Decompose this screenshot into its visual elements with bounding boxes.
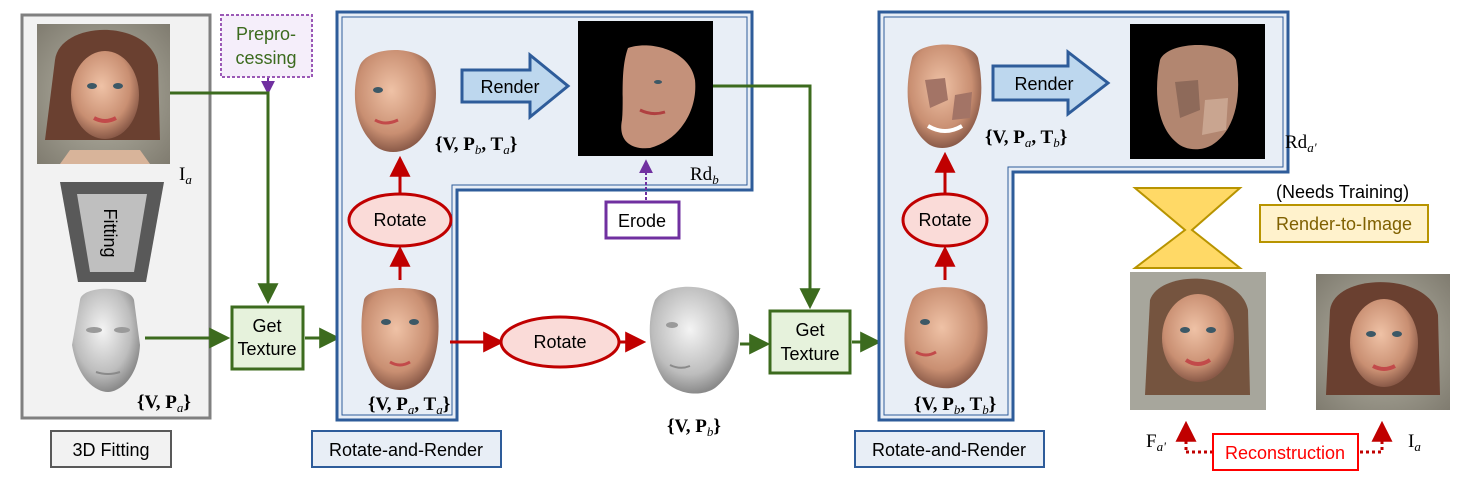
svg-text:Erode: Erode <box>618 211 666 231</box>
rr1-top-face <box>354 50 436 152</box>
rr2-rendered-label: Rda' <box>1285 132 1317 155</box>
fitting-block: Fitting <box>60 182 164 282</box>
svg-text:Rotate-and-Render: Rotate-and-Render <box>872 440 1026 460</box>
get-texture-box-1: Get Texture <box>230 305 305 371</box>
middle-rotate-ellipse: Rotate <box>499 315 621 369</box>
svg-text:Fitting: Fitting <box>100 208 120 257</box>
rr1-rendered-label: Rdb <box>690 164 719 187</box>
rr2-rotate-ellipse: Rotate <box>901 192 989 248</box>
get-texture-box-2: Get Texture <box>768 309 852 375</box>
svg-text:Get: Get <box>795 320 824 340</box>
rr2-bottom-face-label: {V, Pb, Tb} <box>914 394 996 417</box>
rr2-top-face-label: {V, Pa, Tb} <box>985 127 1067 150</box>
svg-text:Rotate: Rotate <box>533 332 586 352</box>
svg-text:Texture: Texture <box>780 344 839 364</box>
rr1-rendered-image <box>578 21 713 156</box>
rr1-rotate-ellipse: Rotate <box>347 192 453 248</box>
svg-text:Reconstruction: Reconstruction <box>1225 443 1345 463</box>
rr2-label-box: Rotate-and-Render <box>854 430 1045 468</box>
needs-training-label: (Needs Training) <box>1276 182 1409 202</box>
output-fa-label: Fa' <box>1146 431 1166 454</box>
mesh-pa-label: {V, Pa} <box>137 392 191 415</box>
rr1-bottom-face <box>361 288 439 390</box>
rr1-label-box: Rotate-and-Render <box>311 430 502 468</box>
svg-text:3D Fitting: 3D Fitting <box>72 440 149 460</box>
svg-text:Render: Render <box>480 77 539 97</box>
input-photo-ia <box>37 24 170 164</box>
rendered-to-get-texture-2-arrow <box>713 84 821 310</box>
render-to-image-hourglass <box>1132 187 1243 269</box>
output-photo-fa <box>1130 272 1266 410</box>
svg-text:Get: Get <box>252 316 281 336</box>
preprocessing-box: Prepro- cessing <box>220 14 313 78</box>
render-to-image-box: Render-to-Image <box>1259 204 1429 243</box>
mesh-pb-label: {V, Pb} <box>667 416 721 439</box>
rr2-render-arrow: Render <box>991 48 1111 118</box>
svg-text:cessing: cessing <box>235 48 296 68</box>
rr2-bottom-face <box>904 287 988 389</box>
rr2-top-face <box>907 44 982 148</box>
svg-text:Rotate-and-Render: Rotate-and-Render <box>329 440 483 460</box>
svg-text:Prepro-: Prepro- <box>236 24 296 44</box>
output-ia-label: Ia <box>1408 431 1421 454</box>
rr1-render-arrow: Render <box>460 51 571 121</box>
reconstruction-box: Reconstruction <box>1212 433 1359 471</box>
fitting-label-box: 3D Fitting <box>50 430 172 468</box>
svg-text:Texture: Texture <box>237 339 296 359</box>
svg-text:Render: Render <box>1014 74 1073 94</box>
mesh-pa <box>72 288 140 392</box>
input-photo-ia-right <box>1316 274 1450 410</box>
erode-box: Erode <box>604 200 681 240</box>
rr1-top-face-label: {V, Pb, Ta} <box>435 134 517 157</box>
rr1-bottom-face-label: {V, Pa, Ta} <box>368 394 450 417</box>
ia-label: Ia <box>179 164 192 187</box>
mesh-pb <box>649 286 739 394</box>
svg-text:Rotate: Rotate <box>918 210 971 230</box>
svg-text:Rotate: Rotate <box>373 210 426 230</box>
svg-text:Render-to-Image: Render-to-Image <box>1276 214 1412 234</box>
rr2-rendered-image <box>1130 24 1265 159</box>
photo-to-get-texture-arrow <box>170 91 279 305</box>
